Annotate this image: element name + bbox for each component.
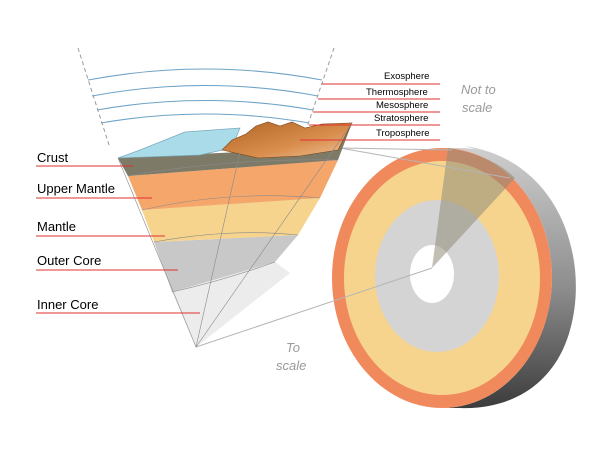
atmosphere-arcs [87, 68, 323, 124]
label-outer-core: Outer Core [37, 253, 101, 268]
note-not-to-scale-line2: scale [462, 100, 492, 115]
wedge-layer-boundaries [117, 122, 353, 348]
label-crust: Crust [37, 150, 68, 165]
wedge-upper-mantle [128, 160, 338, 210]
wedge-crust [118, 123, 352, 176]
atmosphere-labels: Exosphere Thermosphere Mesosphere Strato… [300, 71, 440, 141]
wedge-inner-core [172, 262, 290, 347]
label-mesosphere: Mesosphere [376, 100, 428, 111]
wedge-ocean [117, 127, 241, 159]
cone-guide-lines [77, 47, 335, 149]
sphere-inner-core-hole [410, 245, 454, 303]
label-inner-core: Inner Core [37, 297, 98, 312]
label-thermosphere: Thermosphere [366, 87, 428, 98]
label-troposphere: Troposphere [376, 128, 430, 139]
sphere-back-shadow [460, 146, 576, 409]
wedge-mountains [221, 121, 353, 159]
label-mantle: Mantle [37, 219, 76, 234]
note-to-scale-line1: To [286, 340, 300, 355]
sphere-wedge-highlight [432, 148, 515, 268]
wedge-outer-core [154, 235, 298, 292]
label-upper-mantle: Upper Mantle [37, 181, 115, 196]
wedge-mantle [142, 198, 320, 242]
label-exosphere: Exosphere [384, 71, 429, 82]
earth-wedge [117, 121, 353, 348]
layer-labels: Crust Upper Mantle Mantle Outer Core Inn… [36, 150, 200, 314]
earth-sphere [332, 146, 576, 409]
note-to-scale-line2: scale [276, 358, 306, 373]
label-stratosphere: Stratosphere [374, 113, 428, 124]
wedge-to-sphere-connectors [195, 147, 511, 348]
scale-notes: Not to scale To scale [276, 82, 496, 373]
note-not-to-scale-line1: Not to [461, 82, 496, 97]
